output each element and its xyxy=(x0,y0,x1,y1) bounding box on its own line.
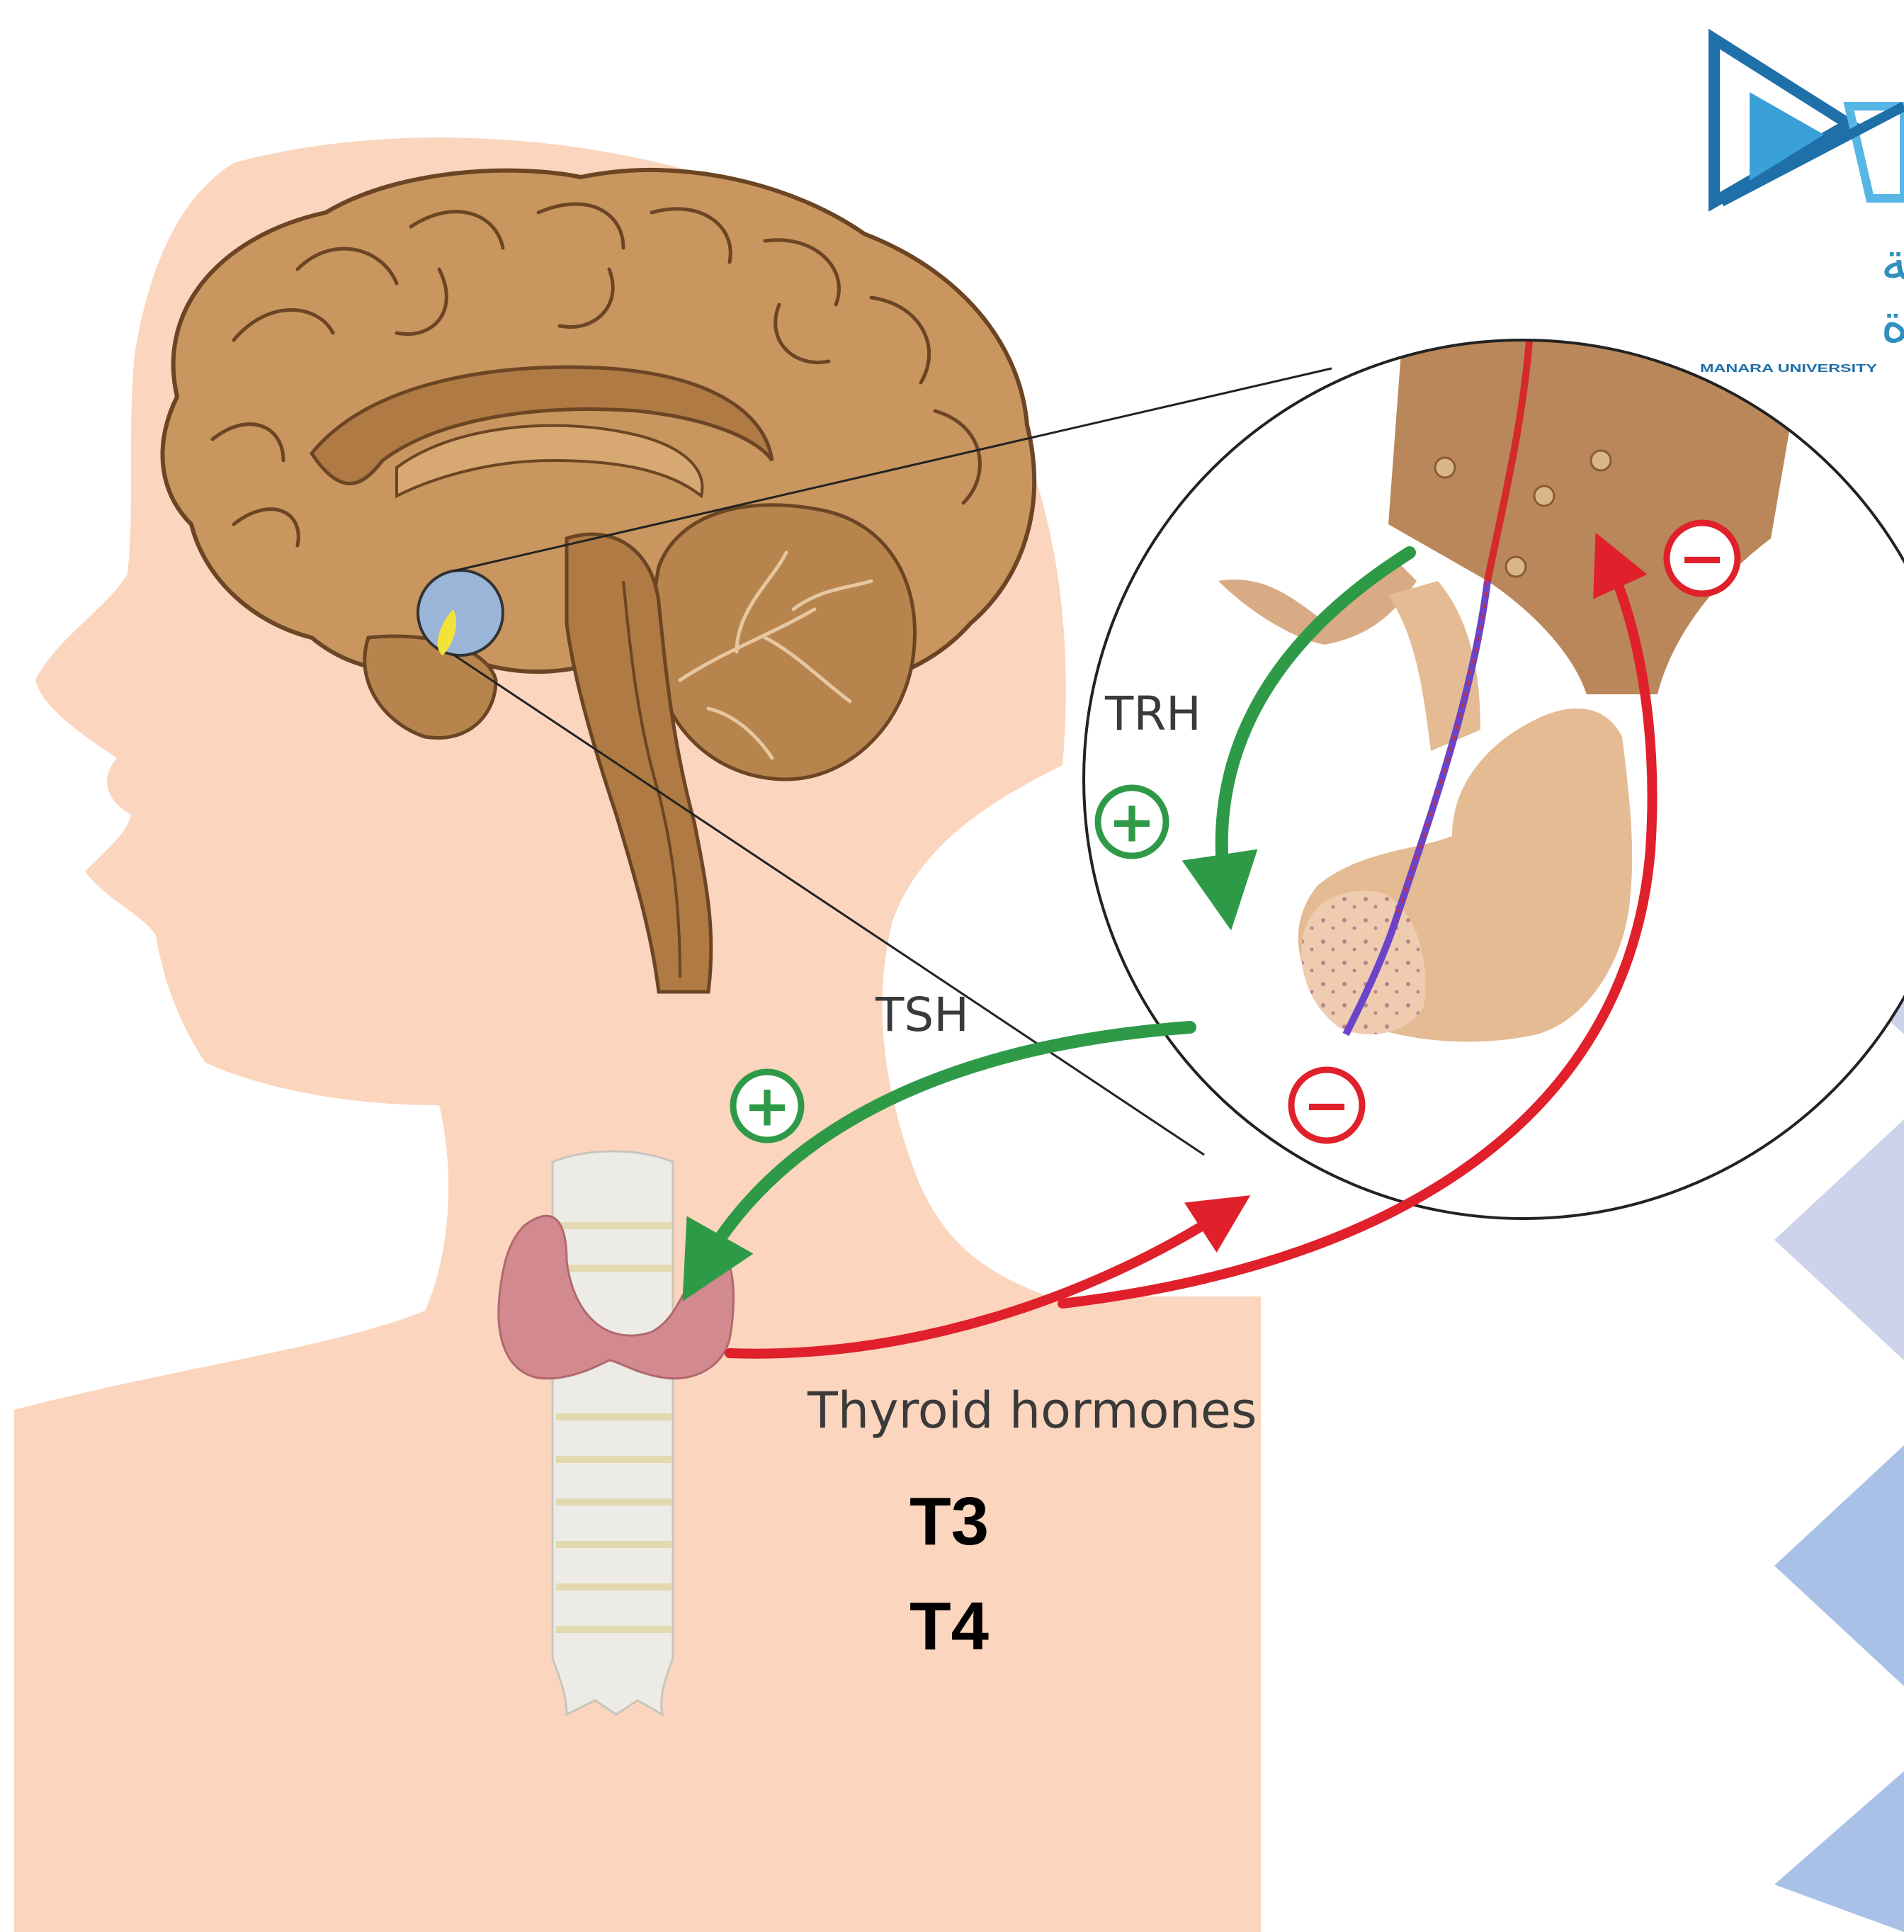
tsh-label: TSH xyxy=(875,988,969,1042)
thyroid-hormones-label: Thyroid hormones xyxy=(807,1382,1257,1440)
t4-label: T4 xyxy=(910,1588,989,1664)
cerebellum xyxy=(654,505,915,779)
plus-trh-icon: + xyxy=(1098,788,1166,856)
chevron-deco-2 xyxy=(1774,1119,1904,1360)
svg-text:−: − xyxy=(1678,526,1726,592)
minus-pituitary-icon: − xyxy=(1291,1070,1362,1141)
logo-mark-icon xyxy=(1714,39,1904,202)
logo-arabic-line1: جَامعة xyxy=(1881,230,1904,293)
chevron-deco-3 xyxy=(1774,1445,1904,1686)
plus-tsh-icon: + xyxy=(733,1072,801,1140)
minus-hypothalamus-icon: − xyxy=(1667,523,1738,594)
svg-text:−: − xyxy=(1303,1073,1350,1139)
chevron-deco-4 xyxy=(1774,1771,1904,1932)
svg-text:+: + xyxy=(743,1073,790,1139)
hypothalamus-marker xyxy=(418,570,503,655)
t3-label: T3 xyxy=(910,1484,989,1559)
logo-arabic-line2: المَنارة xyxy=(1881,291,1904,355)
svg-text:+: + xyxy=(1108,789,1155,855)
logo-english: MANARA UNIVERSITY xyxy=(1700,363,1877,375)
zoom-circle xyxy=(1084,333,1904,1219)
trh-label: TRH xyxy=(1104,687,1201,741)
university-logo: جَامعة المَنارة MANARA UNIVERSITY xyxy=(1700,39,1904,375)
